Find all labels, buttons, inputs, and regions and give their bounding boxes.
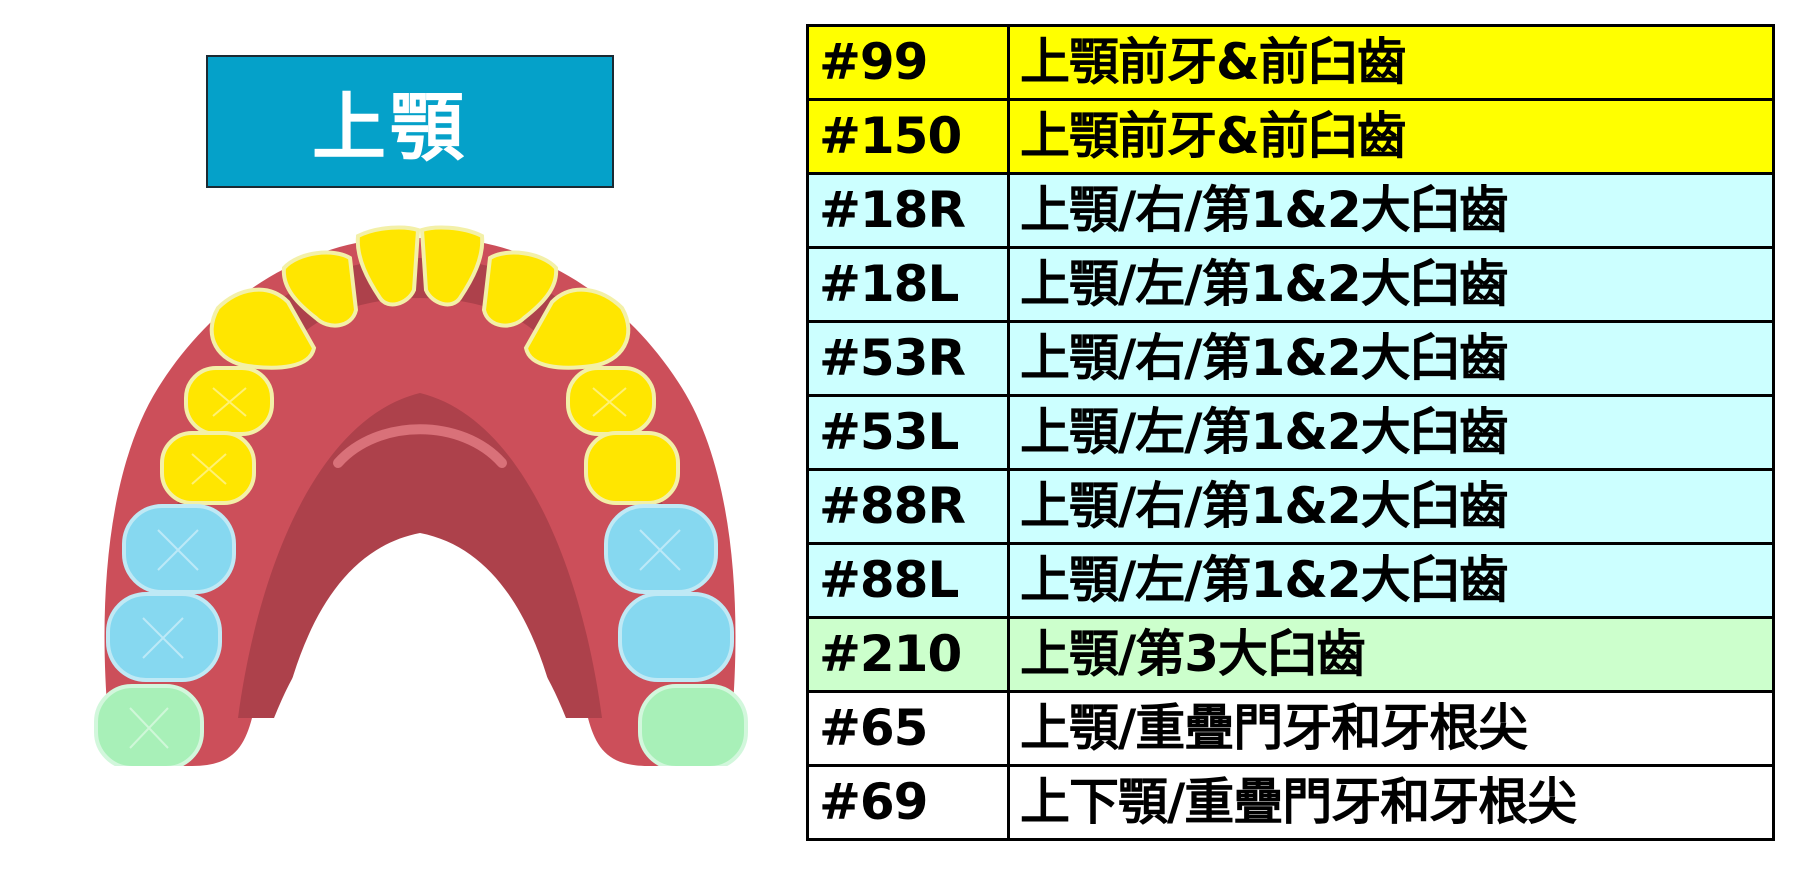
upper-jaw-diagram <box>94 225 748 766</box>
legend-code: #150 <box>806 98 1010 175</box>
legend-code: #88L <box>806 542 1010 619</box>
legend-label: 上顎/第3大臼齒 <box>1007 616 1775 693</box>
legend-label: 上顎前牙&前臼齒 <box>1007 24 1775 101</box>
molar-cusp-marks <box>129 387 681 749</box>
tooth-premolar-2-right <box>584 431 680 505</box>
legend-code: #65 <box>806 690 1010 767</box>
legend-code: #18R <box>806 172 1010 249</box>
teeth-molars-green <box>94 684 748 766</box>
tooth-molar-3-right <box>638 684 748 766</box>
legend-label: 上顎/左/第1&2大臼齒 <box>1007 394 1775 471</box>
tooth-molar-3-left <box>94 684 204 766</box>
title-banner: 上顎 <box>206 55 614 188</box>
tooth-incisor-lateral-left <box>281 250 359 328</box>
legend-label: 上顎/左/第1&2大臼齒 <box>1007 542 1775 619</box>
tooth-canine-left <box>209 287 317 370</box>
tooth-incisor-lateral-right <box>481 250 559 328</box>
tooth-premolar-2-left <box>160 431 256 505</box>
legend-code: #53R <box>806 320 1010 397</box>
teeth-molars-blue <box>106 504 734 682</box>
legend-label: 上顎前牙&前臼齒 <box>1007 98 1775 175</box>
legend-code: #18L <box>806 246 1010 323</box>
legend-label: 上顎/右/第1&2大臼齒 <box>1007 172 1775 249</box>
legend-code: #69 <box>806 764 1010 841</box>
legend-label: 上顎/右/第1&2大臼齒 <box>1007 320 1775 397</box>
legend-code: #53L <box>806 394 1010 471</box>
legend-code: #210 <box>806 616 1010 693</box>
legend-code: #99 <box>806 24 1010 101</box>
legend-code: #88R <box>806 468 1010 545</box>
legend-label: 上顎/左/第1&2大臼齒 <box>1007 246 1775 323</box>
legend-label: 上顎/重疊門牙和牙根尖 <box>1007 690 1775 767</box>
tooth-incisor-central-right <box>419 225 485 307</box>
title-text: 上顎 <box>312 85 468 171</box>
teeth-front-yellow <box>160 225 680 505</box>
legend-label: 上顎/右/第1&2大臼齒 <box>1007 468 1775 545</box>
tooth-molar-2-left <box>106 592 222 682</box>
tooth-molar-2-right <box>618 592 734 682</box>
legend-label: 上下顎/重疊門牙和牙根尖 <box>1007 764 1775 841</box>
tooth-canine-right <box>523 287 631 370</box>
tooth-incisor-central-left <box>355 225 421 307</box>
